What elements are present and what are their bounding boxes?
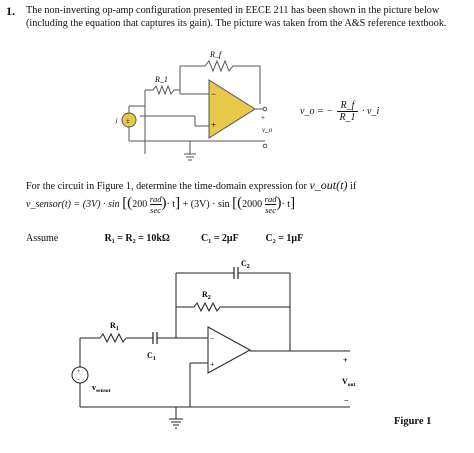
- opamp-triangle: [208, 79, 256, 139]
- eq-t1: · t: [166, 198, 176, 210]
- noninverting-opamp-diagram: R_f R_1 − + + v_o ± v_i: [115, 50, 273, 161]
- prompt-text: For the circuit in Figure 1, determine t…: [26, 181, 307, 192]
- question-text: The non-inverting op-amp configuration p…: [26, 5, 447, 29]
- eq-term1-num: rad: [149, 194, 162, 205]
- eq-middle: + (3V) · sin: [182, 198, 230, 210]
- gain-lhs: v_o =: [300, 105, 324, 117]
- assumptions-row: Assume R₁ = R₂ = 10kΩ C₁ = 2μF C₂ = 1μF: [26, 233, 303, 244]
- prompt-suffix: if: [350, 181, 357, 192]
- eq-term2-num: rad: [264, 194, 277, 205]
- svg-text:vsensor: vsensor: [92, 383, 112, 394]
- svg-text:R1: R1: [110, 321, 119, 332]
- gain-sign: −: [326, 105, 333, 117]
- question-number: 1.: [6, 4, 15, 18]
- r1-resistor-icon: [99, 332, 127, 344]
- figure1-circuit-diagram: C2 R2 − + R1 C1 + − vsensor + Vout −: [71, 259, 356, 429]
- svg-text:−: −: [77, 377, 81, 383]
- sensor-equation: v_sensor(t) = (3V) · sin [(200 rad sec )…: [26, 194, 296, 215]
- opamp-triangle-fig1: [207, 326, 252, 374]
- eq-term2-den: sec: [265, 205, 276, 215]
- gain-equation: v_o = − R_f R_1 · v_i: [300, 100, 379, 123]
- prompt-variable: v_out(t): [309, 178, 348, 192]
- eq-term1-coef: 200: [132, 198, 148, 210]
- r1-label: R_1: [154, 75, 168, 84]
- svg-text:R2: R2: [202, 290, 211, 301]
- eq-lhs: v_sensor(t) = (3V) · sin: [26, 198, 120, 210]
- problem-prompt: For the circuit in Figure 1, determine t…: [26, 178, 356, 193]
- vout-plus: +: [343, 356, 348, 365]
- svg-text:C2: C2: [241, 259, 250, 270]
- top-minus-label: −: [211, 89, 216, 99]
- svg-text:Vout: Vout: [342, 377, 356, 388]
- vo-label: v_o: [262, 126, 273, 134]
- r2-resistor-icon: [193, 301, 221, 313]
- c2-label: C: [241, 259, 247, 268]
- assume-c2-value: C₂ = 1μF: [265, 233, 304, 244]
- eq-t2: · t: [281, 198, 291, 210]
- gain-tail: · v_i: [362, 105, 380, 117]
- figure-caption: Figure 1: [394, 416, 432, 427]
- eq-term1-den: sec: [150, 205, 162, 215]
- vout-label: V: [342, 377, 348, 386]
- top-plus-label: +: [211, 120, 216, 130]
- out-plus-top: +: [261, 114, 265, 122]
- assume-r-values: R₁ = R₂ = 10kΩ: [104, 233, 170, 244]
- assume-label: Assume: [26, 233, 59, 244]
- r2-label: R: [202, 290, 208, 299]
- svg-text:C1: C1: [147, 351, 156, 362]
- svg-text:+: +: [77, 369, 81, 375]
- vout-minus: −: [344, 396, 349, 405]
- fig1-plus-label: +: [210, 360, 215, 369]
- c1-label: C: [147, 351, 153, 360]
- gain-denominator: R_1: [339, 112, 356, 123]
- vi-label: v_i: [115, 117, 118, 125]
- eq-term2-coef: 2000: [242, 198, 263, 210]
- svg-text:±: ±: [126, 117, 130, 125]
- fig1-minus-label: −: [210, 334, 215, 343]
- rf-label: R_f: [209, 50, 223, 59]
- vsensor-label: v: [92, 383, 96, 392]
- assume-c1-value: C₁ = 2μF: [201, 233, 239, 244]
- gain-numerator: R_f: [337, 100, 358, 112]
- r1-label: R: [110, 321, 116, 330]
